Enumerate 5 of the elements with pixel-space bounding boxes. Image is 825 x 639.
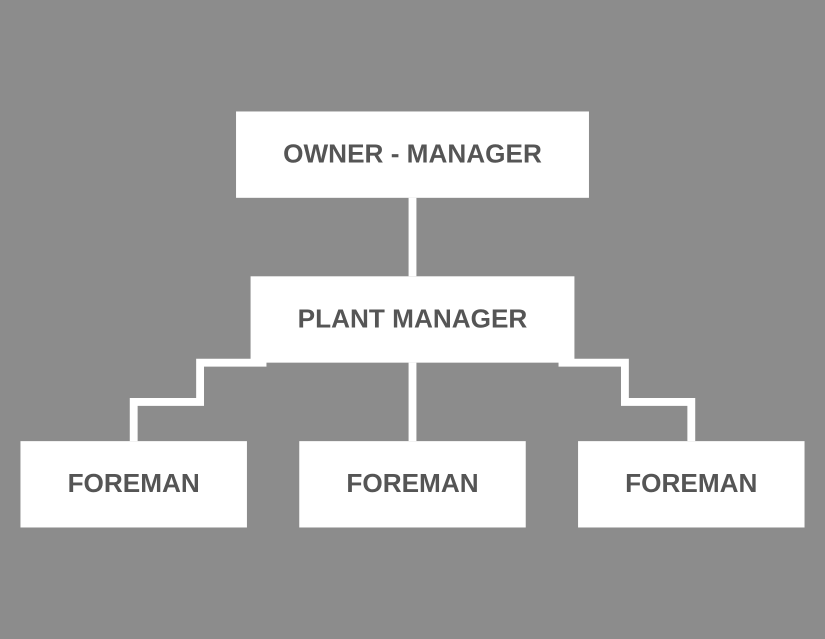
node-box: FOREMAN <box>578 441 805 528</box>
node-box: OWNER - MANAGER <box>236 111 589 198</box>
node-box: FOREMAN <box>20 441 247 528</box>
node-box: PLANT MANAGER <box>250 276 574 363</box>
node-box: FOREMAN <box>299 441 526 528</box>
